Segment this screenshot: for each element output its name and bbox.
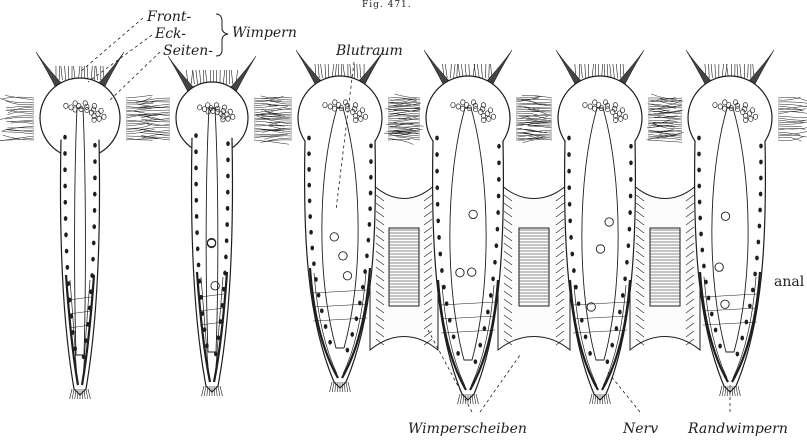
leader-seiten [110, 52, 160, 100]
label-anal: anal [774, 275, 804, 289]
ciliary-disc-2 [498, 182, 570, 350]
label-randwimpern: Randwimpern [688, 422, 788, 436]
label-blutraum: Blutraum [336, 44, 403, 58]
label-brace [216, 14, 228, 56]
label-nerv: Nerv [623, 422, 658, 436]
label-wimpern: Wimpern [232, 26, 297, 40]
ciliary-disc-3 [630, 182, 700, 350]
label-front: Front- [147, 10, 191, 24]
label-seiten: Seiten- [163, 44, 213, 58]
ciliary-disc-connectors [370, 182, 700, 350]
label-wimperscheiben: Wimperscheiben [408, 422, 527, 436]
leader-front [80, 18, 143, 72]
figure-caption: Fig. 471. [362, 1, 412, 10]
ciliary-disc-1 [370, 182, 438, 350]
label-eck: Eck- [155, 27, 186, 41]
gill-filament-2 [134, 56, 289, 396]
leader-wimperscheiben-b [480, 355, 520, 412]
gill-filament-1 [0, 52, 160, 399]
